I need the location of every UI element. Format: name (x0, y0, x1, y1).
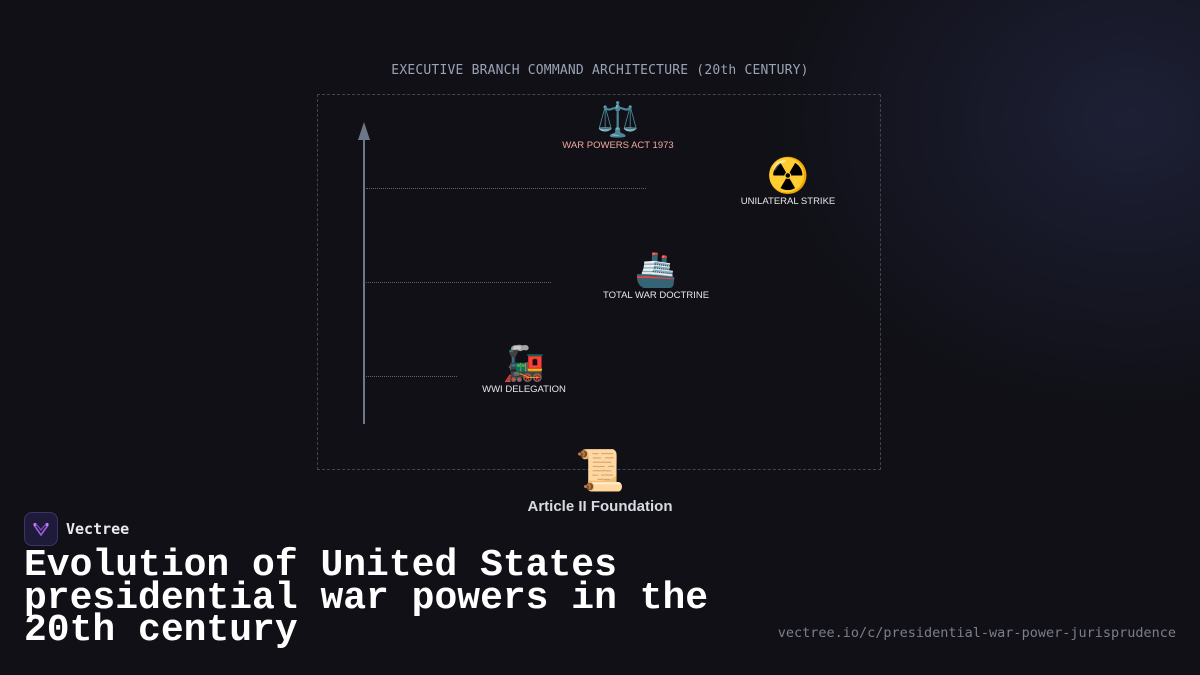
node-war-powers-act: ⚖️ WAR POWERS ACT 1973 (548, 100, 688, 151)
diagram-frame (317, 94, 881, 470)
node-label: UNILATERAL STRIKE (740, 196, 836, 207)
guide-line-total-war (366, 282, 551, 283)
node-total-war-doctrine: 🚢 TOTAL WAR DOCTRINE (586, 250, 726, 301)
brand[interactable]: Vectree (24, 512, 129, 546)
vectree-logo-icon (24, 512, 58, 546)
foundation-label: Article II Foundation (527, 498, 673, 515)
scales-icon: ⚖️ (596, 100, 640, 140)
vertical-axis (363, 138, 365, 424)
diagram-title: EXECUTIVE BRANCH COMMAND ARCHITECTURE (2… (391, 63, 809, 78)
headline: Evolution of United States presidential … (24, 544, 709, 652)
node-label: TOTAL WAR DOCTRINE (602, 290, 710, 301)
locomotive-icon: 🚂 (502, 344, 546, 384)
radioactive-icon: ☢️ (766, 156, 810, 196)
node-unilateral-strike: ☢️ UNILATERAL STRIKE (718, 156, 858, 207)
scroll-icon: 📜 (575, 448, 625, 494)
node-wwi-delegation: 🚂 WWI DELEGATION (454, 344, 594, 395)
brand-name: Vectree (66, 520, 130, 538)
axis-arrowhead (358, 122, 370, 140)
guide-line-wwi (366, 376, 457, 377)
ship-icon: 🚢 (634, 250, 678, 290)
guide-line-war-powers (366, 188, 646, 189)
node-label: WAR POWERS ACT 1973 (562, 140, 674, 151)
source-url[interactable]: vectree.io/c/presidential-war-power-juri… (777, 625, 1176, 641)
node-label: WWI DELEGATION (482, 384, 566, 395)
